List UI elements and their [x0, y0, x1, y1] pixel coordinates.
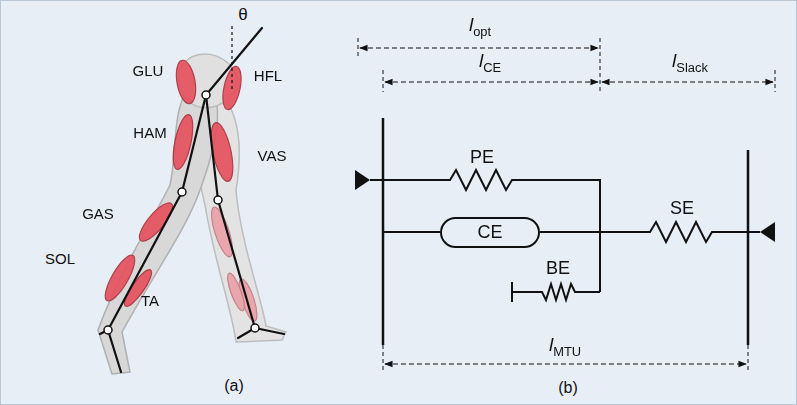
muscle-name: HFL [254, 68, 282, 83]
muscle-name: GLU [133, 63, 164, 78]
angle-symbol: θ [238, 6, 247, 23]
contractile-element-box: CE [440, 217, 540, 248]
dimension-label: lSlack [672, 51, 708, 74]
muscle-name: HAM [133, 125, 166, 140]
dimension-label: lopt [469, 15, 491, 38]
element-label: SE [670, 199, 694, 217]
element-label: CE [477, 222, 502, 243]
muscle-name: VAS [258, 148, 287, 163]
element-label: BE [546, 259, 570, 277]
leg-model [98, 26, 286, 374]
muscle-name: TA [141, 293, 159, 308]
dimension-label: lCE [479, 51, 501, 74]
muscle-model [355, 38, 775, 372]
dimension-label: lMTU [549, 335, 581, 358]
muscle-name: SOL [45, 251, 75, 266]
muscle-name: GAS [82, 206, 114, 221]
panel-label: (a) [224, 378, 244, 394]
panel-label: (b) [558, 380, 578, 396]
element-label: PE [470, 148, 494, 166]
